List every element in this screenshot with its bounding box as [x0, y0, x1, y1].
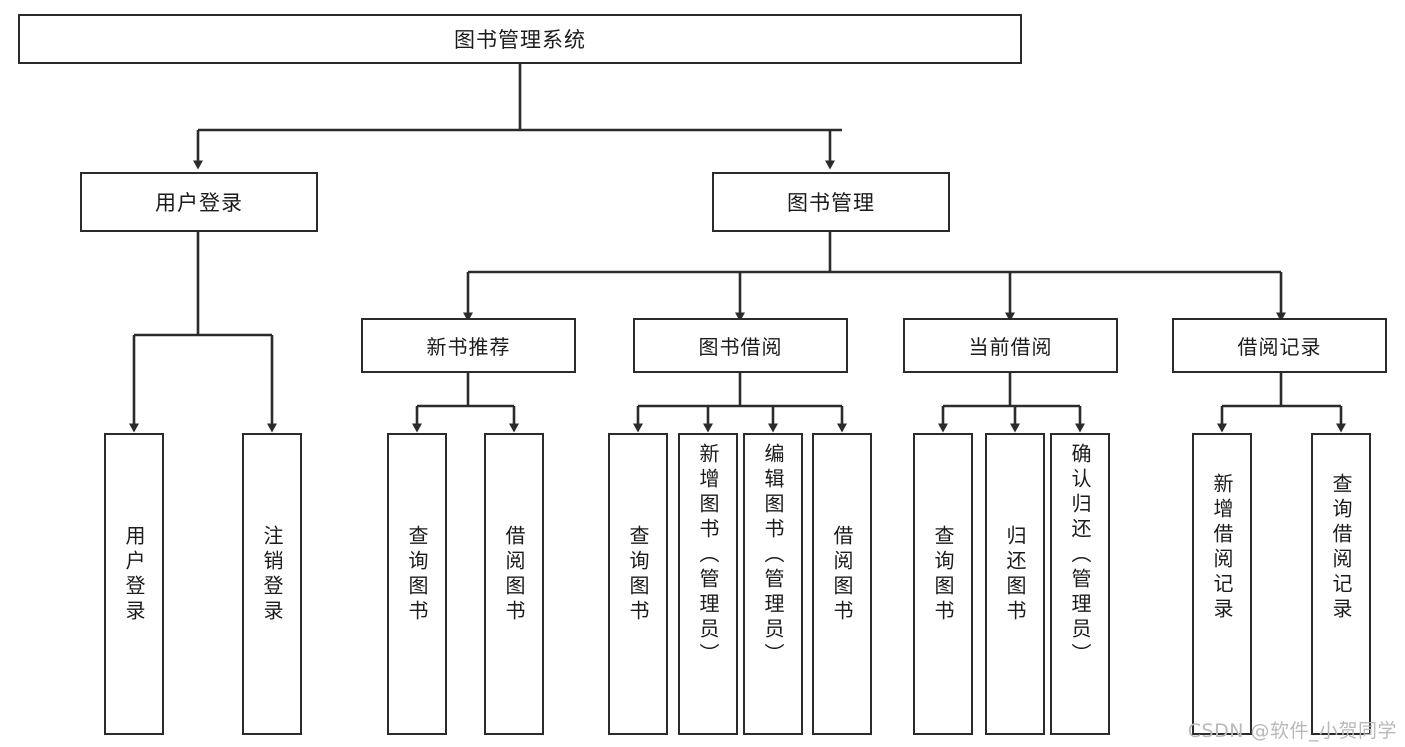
- node-book-management[interactable]: 图书管理: [712, 172, 950, 232]
- node-leaf-return-book-label: 归还图书: [1003, 525, 1027, 625]
- node-leaf-borrow-book-2[interactable]: 借阅图书: [812, 433, 872, 735]
- node-leaf-query-book-2-label: 查询图书: [626, 525, 650, 625]
- node-user-login-label: 用户登录: [155, 191, 243, 215]
- node-leaf-confirm-return[interactable]: 确认归还（管理员）: [1050, 433, 1110, 735]
- node-leaf-add-book-label: 新增图书（管理员）: [696, 443, 720, 668]
- node-leaf-edit-book-label: 编辑图书（管理员）: [761, 443, 785, 668]
- node-leaf-query-book-1[interactable]: 查询图书: [387, 433, 447, 735]
- node-leaf-logout-login-label: 注销登录: [260, 525, 284, 625]
- node-current-borrow-label: 当前借阅: [968, 335, 1053, 359]
- node-leaf-add-record[interactable]: 新增借阅记录: [1192, 433, 1252, 735]
- node-new-book-recommend-label: 新书推荐: [426, 335, 511, 359]
- node-leaf-query-record-label: 查询借阅记录: [1329, 473, 1353, 623]
- node-book-borrow-label: 图书借阅: [698, 335, 783, 359]
- node-leaf-borrow-book-1-label: 借阅图书: [502, 525, 526, 625]
- node-root-label: 图书管理系统: [454, 28, 586, 52]
- node-leaf-query-book-3-label: 查询图书: [931, 525, 955, 625]
- node-borrow-record[interactable]: 借阅记录: [1172, 318, 1387, 373]
- node-leaf-logout-login[interactable]: 注销登录: [242, 433, 302, 735]
- node-leaf-user-login[interactable]: 用户登录: [104, 433, 164, 735]
- node-leaf-query-record[interactable]: 查询借阅记录: [1311, 433, 1371, 735]
- csdn-watermark: CSDN @软件_小贺同学: [1187, 720, 1397, 742]
- node-leaf-user-login-label: 用户登录: [122, 525, 146, 625]
- node-leaf-return-book[interactable]: 归还图书: [985, 433, 1045, 735]
- node-book-management-label: 图书管理: [787, 191, 875, 215]
- node-leaf-confirm-return-label: 确认归还（管理员）: [1068, 443, 1092, 668]
- node-leaf-edit-book[interactable]: 编辑图书（管理员）: [743, 433, 803, 735]
- node-leaf-borrow-book-2-label: 借阅图书: [830, 525, 854, 625]
- node-user-login[interactable]: 用户登录: [80, 172, 318, 232]
- node-borrow-record-label: 借阅记录: [1237, 335, 1322, 359]
- node-book-borrow[interactable]: 图书借阅: [633, 318, 848, 373]
- node-new-book-recommend[interactable]: 新书推荐: [361, 318, 576, 373]
- node-leaf-query-book-2[interactable]: 查询图书: [608, 433, 668, 735]
- node-leaf-add-book[interactable]: 新增图书（管理员）: [678, 433, 738, 735]
- node-leaf-add-record-label: 新增借阅记录: [1210, 473, 1234, 623]
- node-leaf-query-book-1-label: 查询图书: [405, 525, 429, 625]
- node-leaf-query-book-3[interactable]: 查询图书: [913, 433, 973, 735]
- node-current-borrow[interactable]: 当前借阅: [903, 318, 1118, 373]
- node-leaf-borrow-book-1[interactable]: 借阅图书: [484, 433, 544, 735]
- node-root[interactable]: 图书管理系统: [18, 14, 1022, 64]
